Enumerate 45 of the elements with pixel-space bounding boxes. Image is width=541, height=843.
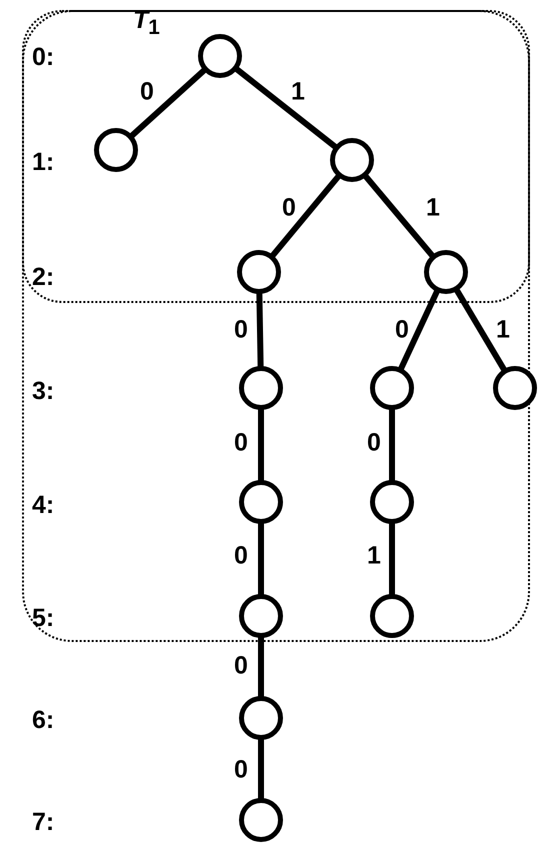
level-label: 1: xyxy=(32,150,54,175)
tree-node-circle xyxy=(493,366,537,410)
tree-node-circle xyxy=(94,128,138,172)
edge-label: 0 xyxy=(234,544,248,568)
tree-edge xyxy=(256,292,264,368)
tree-node-circle xyxy=(239,798,283,842)
level-label: 5: xyxy=(32,606,54,631)
edge-label: 0 xyxy=(367,430,381,456)
edge-label: 0 xyxy=(234,318,248,342)
tree-edge xyxy=(389,522,395,596)
edge-label: 0 xyxy=(234,654,248,678)
tree-edge xyxy=(389,408,395,482)
level-label: 0: xyxy=(32,45,54,70)
level-label: 3: xyxy=(32,379,54,404)
edge-label: 1 xyxy=(367,544,381,568)
edge-label: 0 xyxy=(140,80,154,104)
edge-label: 0 xyxy=(282,196,296,220)
tree-edge xyxy=(258,408,264,482)
tree-node-circle xyxy=(370,594,414,638)
edge-label: 1 xyxy=(426,196,440,220)
tree-edge xyxy=(398,288,440,372)
level-label: 4: xyxy=(32,493,54,518)
tree-edge xyxy=(258,738,264,800)
tree-edge xyxy=(234,66,338,150)
edge-label: 0 xyxy=(234,758,248,782)
tree-edge xyxy=(269,173,342,259)
level-label: 7: xyxy=(32,810,54,835)
tree-node-circle xyxy=(330,138,374,182)
tree-node-circle xyxy=(198,34,242,78)
edge-label: 1 xyxy=(291,80,305,104)
tree-node-circle xyxy=(370,366,414,410)
level-label: 6: xyxy=(32,708,54,733)
edge-label: 1 xyxy=(496,318,510,342)
edge-label: 0 xyxy=(395,318,409,342)
tree-edge xyxy=(258,636,264,698)
level-label: 2: xyxy=(32,265,54,290)
tree-edge xyxy=(128,67,208,139)
dotted-region xyxy=(22,10,530,303)
tree-edge xyxy=(454,288,508,372)
tree-edge xyxy=(258,522,264,596)
tree-node-circle xyxy=(424,250,468,294)
tree-node-circle xyxy=(239,594,283,638)
tree-edge xyxy=(362,173,436,259)
edge-label: 0 xyxy=(234,430,248,456)
tree-node-circle xyxy=(237,250,281,294)
